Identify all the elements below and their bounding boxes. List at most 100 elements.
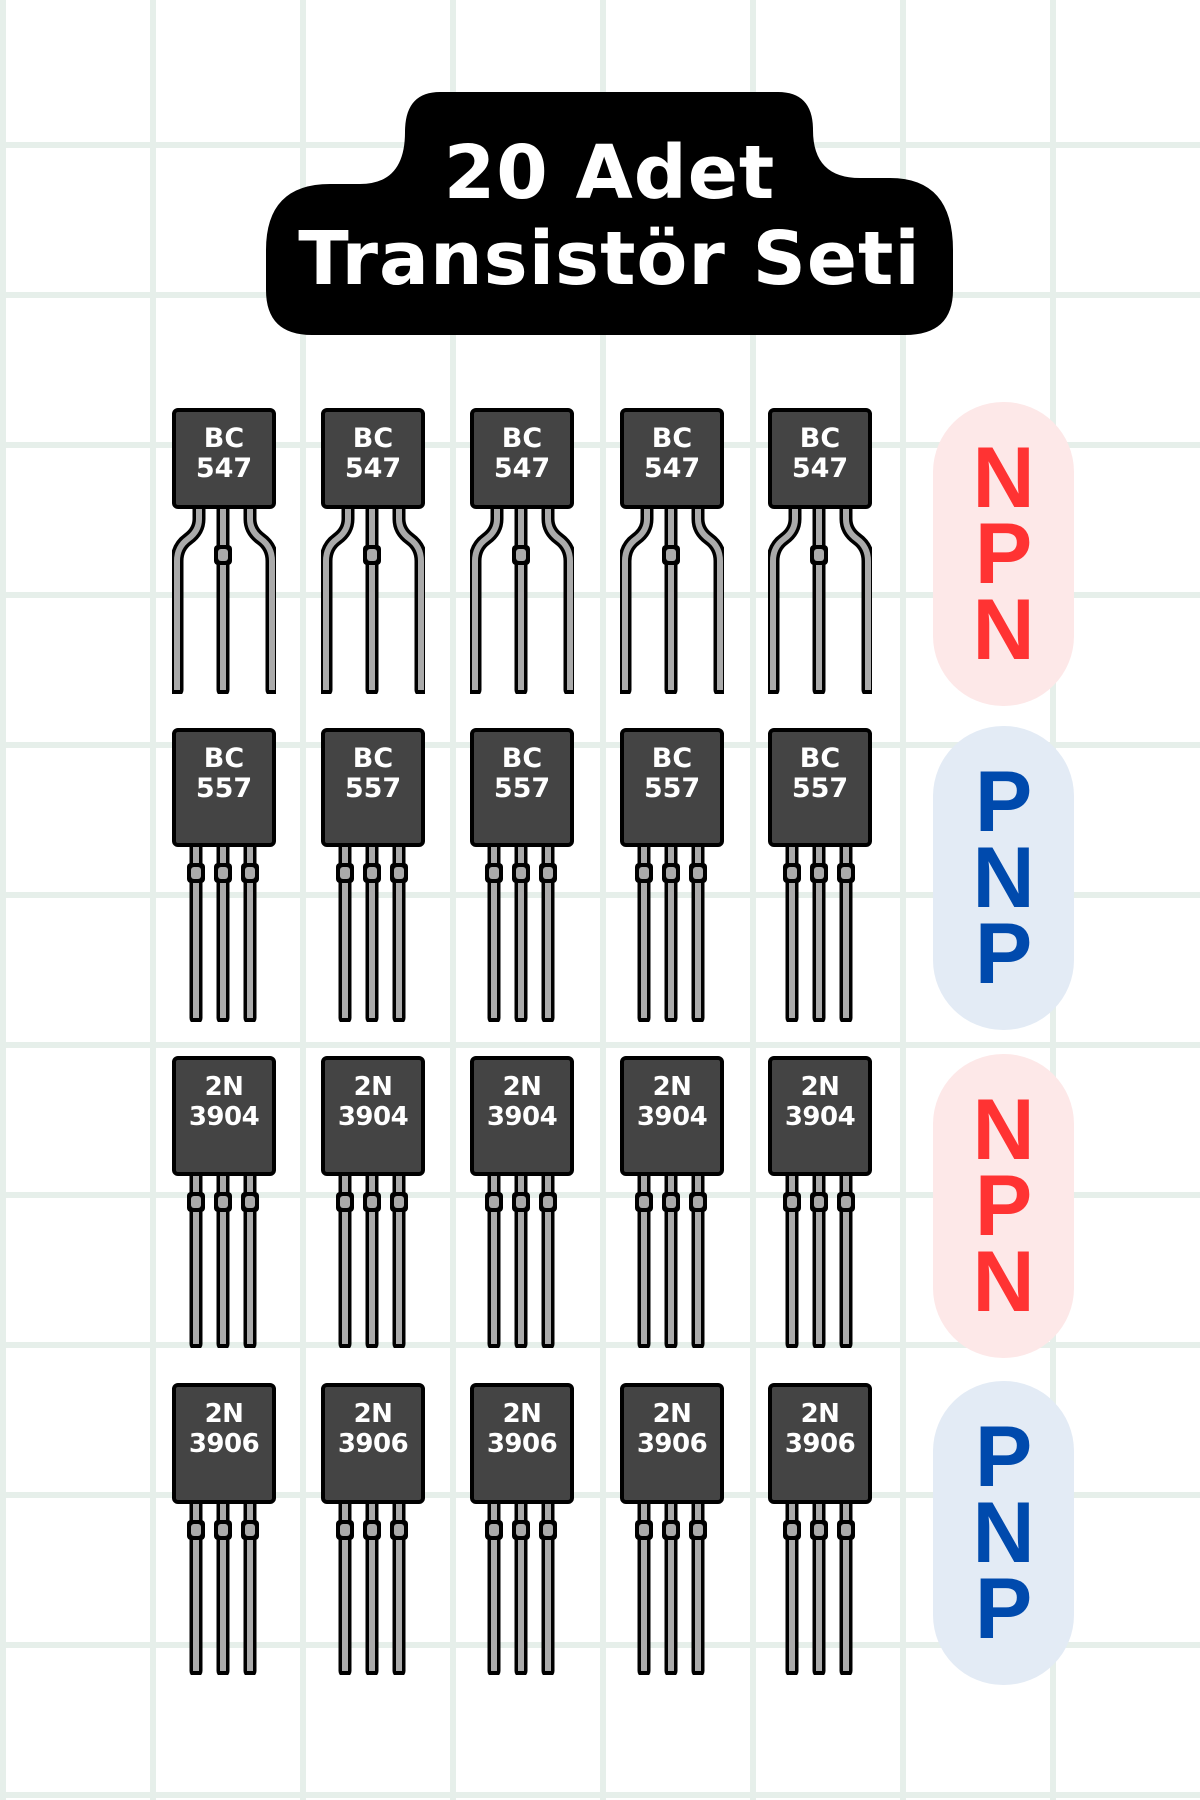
transistor-label-line-2: 557 [493, 773, 551, 804]
leg-collar [191, 1196, 201, 1208]
leg-collar [787, 867, 797, 879]
transistor-label-line-2: 3906 [636, 1429, 708, 1459]
transistor-legs [470, 498, 574, 694]
transistor-legs [187, 1493, 259, 1675]
leg-collar [340, 867, 350, 879]
leg-collar [191, 867, 201, 879]
transistor-label-line-1: BC [203, 423, 245, 454]
leg-collar [489, 867, 499, 879]
transistor-label-line-1: BC [501, 423, 543, 454]
transistor-label-line-1: 2N [652, 1399, 692, 1429]
leg-collar [245, 1196, 255, 1208]
transistor-label-line-2: 547 [791, 453, 849, 484]
badge-letter: N [972, 830, 1035, 926]
transistor-label-line-1: BC [799, 743, 841, 774]
transistor-legs [485, 836, 557, 1022]
transistor-label-line-2: 547 [643, 453, 701, 484]
transistor-label-line-1: BC [799, 423, 841, 454]
transistor-legs [485, 1493, 557, 1675]
title-line-2: Transistör Seti [298, 216, 921, 302]
leg-collar [394, 867, 404, 879]
transistor-label-line-1: 2N [204, 1072, 244, 1102]
leg [396, 505, 424, 690]
transistor-label-line-1: 2N [800, 1399, 840, 1429]
leg-collar [489, 1196, 499, 1208]
transistor-label-line-2: 557 [643, 773, 701, 804]
leg-collar [489, 1524, 499, 1536]
leg [472, 505, 500, 690]
badge-letter: P [974, 1561, 1033, 1657]
leg-collar [340, 1196, 350, 1208]
leg-collar [516, 867, 526, 879]
leg-collar [787, 1196, 797, 1208]
badge-letter: N [972, 582, 1035, 678]
leg-collar [516, 549, 526, 561]
badge-letter: P [974, 506, 1033, 602]
transistor-label-line-2: 3906 [188, 1429, 260, 1459]
transistor-label-line-1: 2N [353, 1399, 393, 1429]
badge-letter: N [972, 1082, 1035, 1178]
transistor-legs [187, 836, 259, 1022]
leg-collar [693, 1524, 703, 1536]
transistor-label-line-1: BC [203, 743, 245, 774]
title-line-1: 20 Adet [443, 130, 776, 216]
leg-collar [666, 1196, 676, 1208]
transistor-label-line-2: 3904 [337, 1102, 409, 1132]
transistor-legs [635, 1165, 707, 1348]
transistor-legs [336, 1493, 408, 1675]
leg-collar [693, 1196, 703, 1208]
transistor-label-line-1: 2N [800, 1072, 840, 1102]
transistor-legs [321, 498, 425, 694]
leg-collar [814, 1196, 824, 1208]
leg [770, 505, 798, 690]
leg-collar [543, 1524, 553, 1536]
leg-collar [218, 549, 228, 561]
leg [622, 505, 650, 690]
transistor-label-line-2: 557 [344, 773, 402, 804]
badge-letter: N [972, 1485, 1035, 1581]
badge-letter: P [974, 754, 1033, 850]
transistor-label-line-2: 3906 [486, 1429, 558, 1459]
leg-collar [543, 867, 553, 879]
badge-letter: P [974, 1409, 1033, 1505]
transistor-legs [187, 1165, 259, 1348]
leg-collar [394, 1524, 404, 1536]
leg [174, 505, 202, 690]
transistor-label-line-2: 3904 [784, 1102, 856, 1132]
leg [695, 505, 723, 690]
transistor-label-line-1: BC [651, 423, 693, 454]
leg-collar [218, 867, 228, 879]
transistor-label-line-2: 3906 [337, 1429, 409, 1459]
leg-collar [666, 1524, 676, 1536]
transistor-legs [172, 498, 276, 694]
transistor-label-line-1: 2N [502, 1072, 542, 1102]
